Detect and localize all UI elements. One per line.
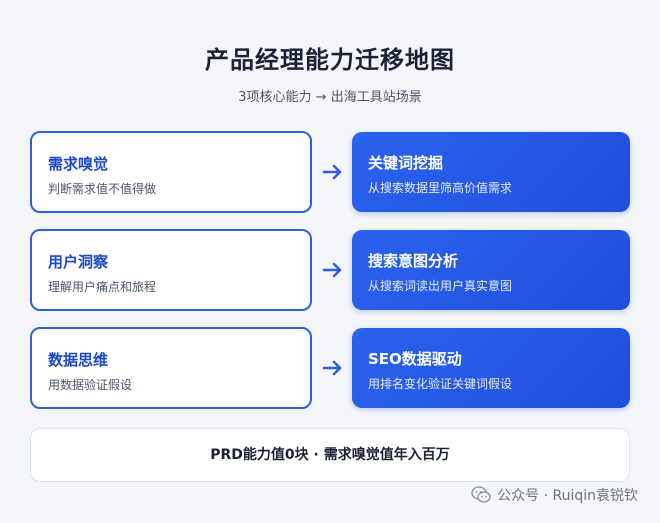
- wechat-icon: [471, 486, 491, 503]
- arrow-right-icon: [322, 164, 342, 180]
- scenario-card-desc: 用排名变化验证关键词假设: [368, 377, 513, 391]
- skill-card-demand-sense: 需求嗅觉 判断需求值不值得做: [30, 131, 312, 213]
- page-title: 产品经理能力迁移地图: [205, 46, 455, 74]
- scenario-card-title: 关键词挖掘: [368, 154, 444, 172]
- watermark: 公众号 · Ruiqin袁锐钦: [471, 485, 638, 505]
- footer-banner: PRD能力值0块 · 需求嗅觉值年入百万: [30, 428, 630, 482]
- scenario-card-keyword-mining: 关键词挖掘 从搜索数据里筛高价值需求: [352, 132, 630, 212]
- page-subtitle: 3项核心能力 → 出海工具站场景: [238, 90, 422, 105]
- skill-card-data-thinking: 数据思维 用数据验证假设: [30, 327, 312, 409]
- skill-card-title: 用户洞察: [48, 253, 109, 271]
- skill-card-user-insight: 用户洞察 理解用户痛点和旅程: [30, 229, 312, 311]
- skill-card-desc: 用数据验证假设: [48, 378, 133, 392]
- skill-card-title: 数据思维: [48, 351, 109, 369]
- skill-card-desc: 判断需求值不值得做: [48, 182, 157, 196]
- watermark-text: 公众号 · Ruiqin袁锐钦: [497, 488, 638, 504]
- scenario-card-seo-data: SEO数据驱动 用排名变化验证关键词假设: [352, 328, 630, 408]
- scenario-card-desc: 从搜索数据里筛高价值需求: [368, 181, 513, 195]
- skill-card-title: 需求嗅觉: [48, 155, 109, 173]
- arrow-right-icon: [322, 360, 342, 376]
- scenario-card-desc: 从搜索词读出用户真实意图: [368, 279, 513, 293]
- scenario-card-title: 搜索意图分析: [368, 252, 459, 270]
- scenario-card-title: SEO数据驱动: [368, 350, 462, 368]
- scenario-card-search-intent: 搜索意图分析 从搜索词读出用户真实意图: [352, 230, 630, 310]
- skill-card-desc: 理解用户痛点和旅程: [48, 280, 157, 294]
- arrow-right-icon: [322, 262, 342, 278]
